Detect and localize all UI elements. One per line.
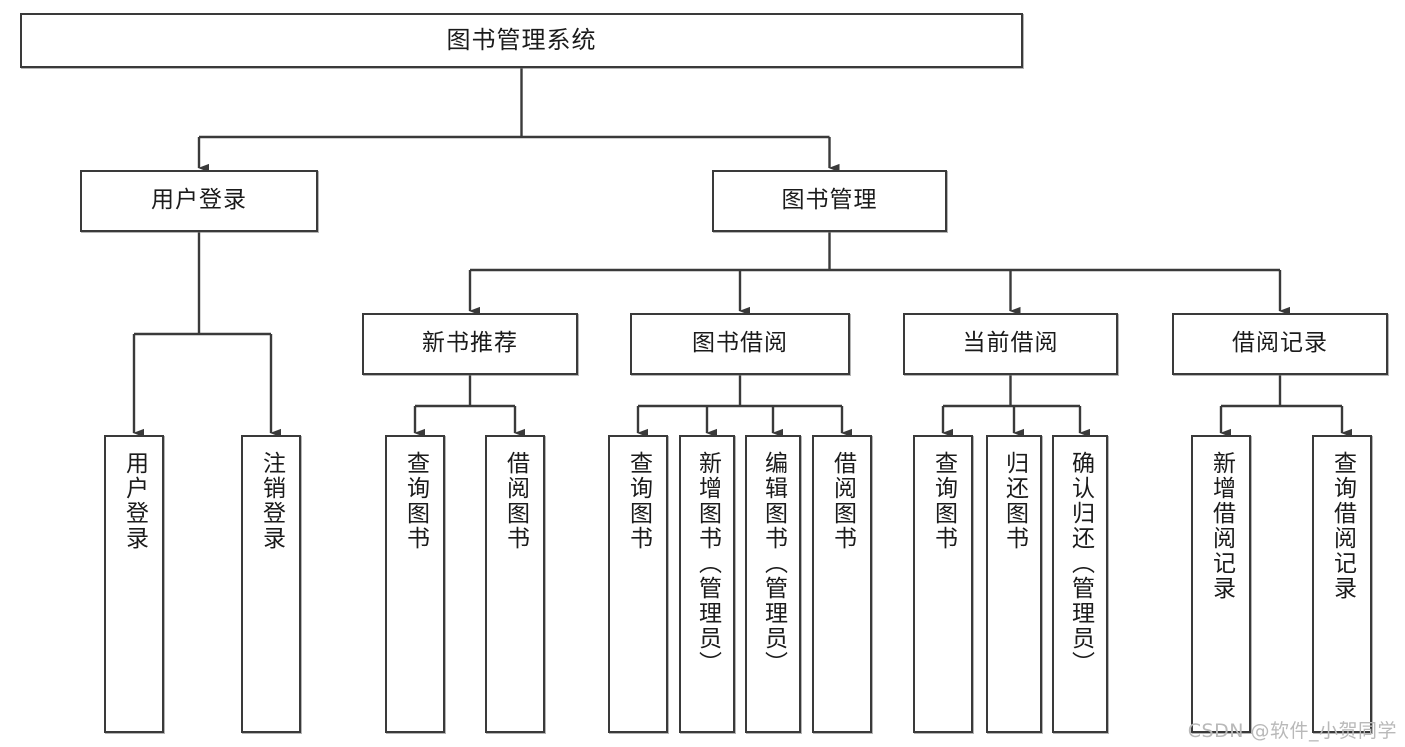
node-label: 用户登录 xyxy=(151,187,247,214)
node-label: 查询图书 xyxy=(625,451,652,551)
node-borrow[interactable]: 图书借阅 xyxy=(630,313,850,375)
node-leaf-bw-edit[interactable]: 编辑图书（管理员） xyxy=(745,435,801,733)
node-leaf-bw-add[interactable]: 新增图书（管理员） xyxy=(679,435,735,733)
node-leaf-bw-query[interactable]: 查询图书 xyxy=(608,435,668,733)
node-newbooks[interactable]: 新书推荐 xyxy=(362,313,578,375)
node-root[interactable]: 图书管理系统 xyxy=(20,13,1023,68)
node-label: 图书管理 xyxy=(781,187,878,214)
node-bookmgmt[interactable]: 图书管理 xyxy=(712,170,947,232)
node-label: 借阅图书 xyxy=(829,451,856,551)
node-label: 查询借阅记录 xyxy=(1329,451,1356,601)
node-label: 归还图书 xyxy=(1001,451,1028,551)
node-label: 新增借阅记录 xyxy=(1208,451,1235,601)
node-leaf-rc-query[interactable]: 查询借阅记录 xyxy=(1312,435,1372,733)
node-label: 借阅图书 xyxy=(502,451,529,551)
node-label: 借阅记录 xyxy=(1232,330,1328,357)
node-leaf-cu-return[interactable]: 归还图书 xyxy=(986,435,1042,733)
node-leaf-cu-confirm[interactable]: 确认归还（管理员） xyxy=(1052,435,1108,733)
node-label: 用户登录 xyxy=(121,451,148,551)
node-label: 查询图书 xyxy=(930,451,957,551)
node-label: 当前借阅 xyxy=(962,330,1059,357)
node-leaf-user-login[interactable]: 用户登录 xyxy=(104,435,164,733)
node-label: 图书借阅 xyxy=(692,330,788,357)
node-leaf-nb-query[interactable]: 查询图书 xyxy=(385,435,445,733)
node-current[interactable]: 当前借阅 xyxy=(903,313,1118,375)
node-records[interactable]: 借阅记录 xyxy=(1172,313,1388,375)
node-label: 新书推荐 xyxy=(422,330,518,357)
node-leaf-cu-query[interactable]: 查询图书 xyxy=(913,435,973,733)
node-label: 确认归还（管理员） xyxy=(1067,451,1094,676)
node-label: 编辑图书（管理员） xyxy=(760,451,787,676)
node-leaf-nb-borrow[interactable]: 借阅图书 xyxy=(485,435,545,733)
node-leaf-user-logout[interactable]: 注销登录 xyxy=(241,435,301,733)
node-leaf-bw-borrow[interactable]: 借阅图书 xyxy=(812,435,872,733)
node-label: 图书管理系统 xyxy=(446,26,597,55)
watermark-text: CSDN @软件_小贺同学 xyxy=(1187,720,1397,742)
node-label: 注销登录 xyxy=(258,451,285,551)
node-leaf-rc-add[interactable]: 新增借阅记录 xyxy=(1191,435,1251,733)
node-login[interactable]: 用户登录 xyxy=(80,170,318,232)
node-label: 新增图书（管理员） xyxy=(694,451,721,676)
node-label: 查询图书 xyxy=(402,451,429,551)
